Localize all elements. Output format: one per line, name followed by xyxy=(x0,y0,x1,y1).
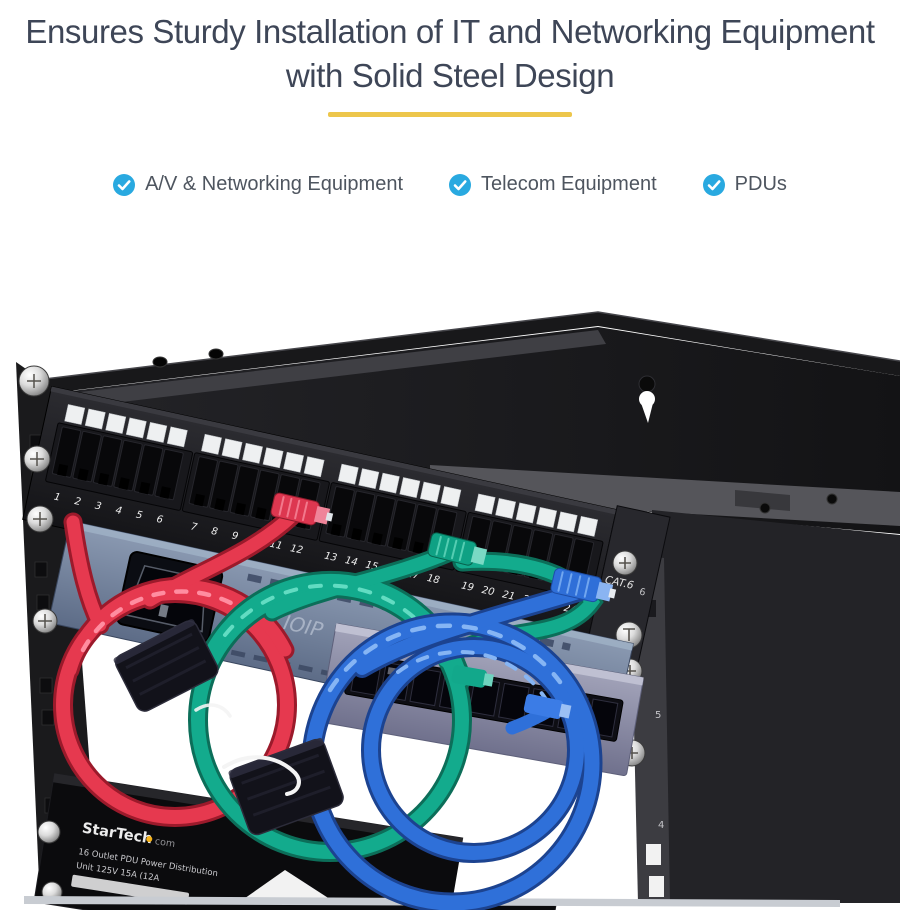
feature-label: Telecom Equipment xyxy=(481,173,657,195)
header: Ensures Sturdy Installation of IT and Ne… xyxy=(0,10,900,117)
page-title: Ensures Sturdy Installation of IT and Ne… xyxy=(25,13,875,94)
feature-item-av-networking: A/V & Networking Equipment xyxy=(113,173,403,196)
feature-item-pdus: PDUs xyxy=(702,173,787,196)
side-panel-right xyxy=(652,510,900,903)
feature-label: PDUs xyxy=(734,173,787,195)
velcro-strap xyxy=(113,619,219,712)
keyhole-slot-icon xyxy=(638,375,656,423)
rj45-plug-blue xyxy=(523,694,572,720)
product-photo: 5 4 4 2 CAT.6 6 xyxy=(0,270,900,915)
svg-text:18: 18 xyxy=(426,573,441,586)
rj45-plug-green xyxy=(451,665,494,688)
check-icon xyxy=(449,173,471,196)
rear-bracket-step xyxy=(735,490,790,511)
rail-hole xyxy=(646,844,661,865)
svg-text:7: 7 xyxy=(190,521,199,533)
rail-unit-number: 5 xyxy=(655,710,661,721)
svg-text:19: 19 xyxy=(460,580,475,593)
twist-tie xyxy=(194,703,301,796)
svg-text:12: 12 xyxy=(289,543,304,556)
wall-bracket xyxy=(19,311,900,534)
velcro-strap xyxy=(228,737,344,836)
background-gap xyxy=(238,870,336,903)
svg-text:21: 21 xyxy=(501,589,516,602)
panel-unit-number: 6 xyxy=(638,587,646,599)
svg-text:13: 13 xyxy=(323,551,338,564)
bracket-roof-band xyxy=(20,312,900,396)
rj45-plug-green xyxy=(427,532,488,566)
svg-text:5: 5 xyxy=(135,510,144,522)
svg-text:20: 20 xyxy=(481,585,496,598)
feature-label: A/V & Networking Equipment xyxy=(145,173,403,195)
bracket-top-lip xyxy=(30,330,606,412)
pdu-brand-suffix: com xyxy=(154,836,176,850)
rail-unit-number: 4 xyxy=(658,820,664,831)
svg-text:9: 9 xyxy=(231,530,240,542)
check-icon xyxy=(113,173,136,196)
svg-text:4: 4 xyxy=(114,505,123,517)
label-strips xyxy=(64,404,599,537)
roof-screw-icon xyxy=(208,348,224,360)
feature-item-telecom: Telecom Equipment xyxy=(449,173,657,196)
brand-dot-icon xyxy=(146,836,153,843)
rack-illustration: 5 4 4 2 CAT.6 6 xyxy=(16,311,900,915)
svg-text:3: 3 xyxy=(94,501,103,513)
check-icon xyxy=(702,173,725,196)
rear-rail-screw-icon xyxy=(826,493,838,505)
svg-text:6: 6 xyxy=(155,514,164,526)
svg-text:14: 14 xyxy=(344,555,359,568)
rj45-plug-blue xyxy=(550,567,617,603)
rear-rail xyxy=(430,465,900,526)
rail-hole xyxy=(649,876,664,897)
features-row: A/V & Networking Equipment Telecom Equip… xyxy=(0,173,900,196)
headline-underline xyxy=(328,112,572,117)
svg-text:1: 1 xyxy=(53,492,62,504)
svg-text:2: 2 xyxy=(73,496,82,508)
rj45-plug-red xyxy=(270,492,334,526)
roof-screw-icon xyxy=(152,356,168,368)
rear-rail-screw-icon xyxy=(759,502,771,514)
svg-text:8: 8 xyxy=(210,526,219,538)
